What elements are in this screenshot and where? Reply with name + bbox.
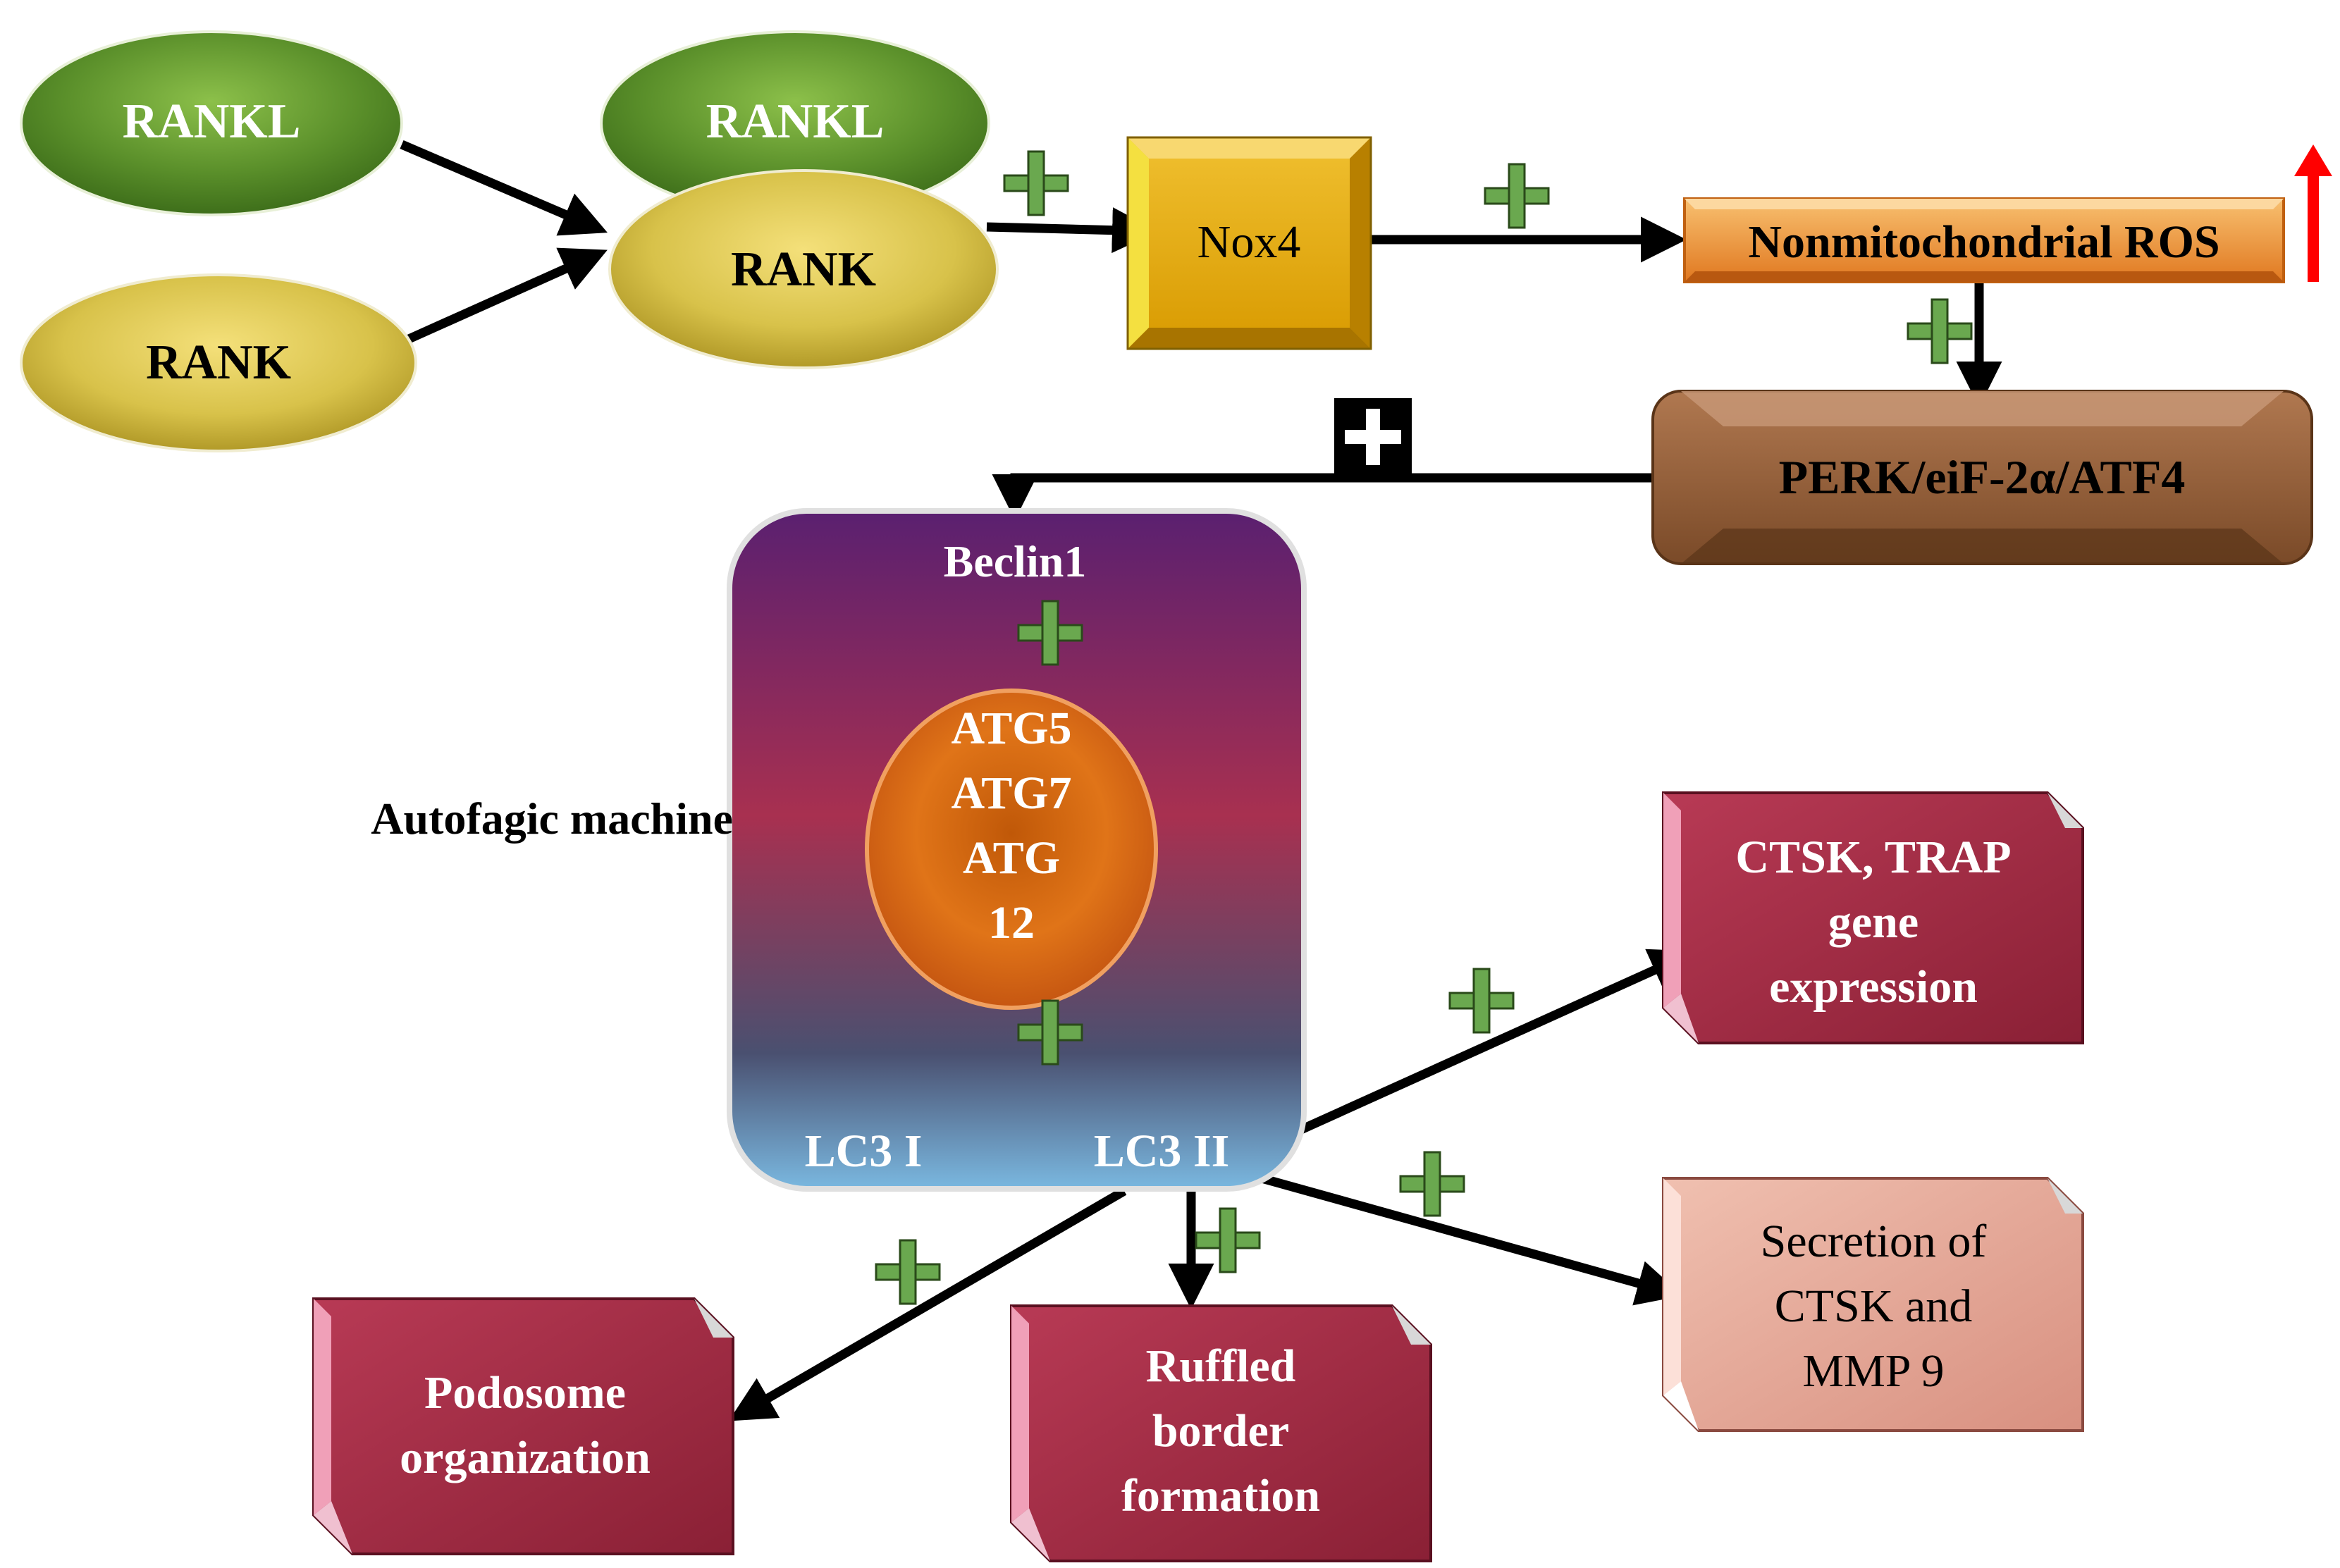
edge-lc3ii-to-secretion [1243, 1168, 1683, 1306]
rank-complex-label: RANK [731, 242, 876, 297]
ctsk-trap-line-1: CTSK, TRAP [1735, 832, 2011, 883]
lc3-ii-label: LC3 II [1094, 1125, 1230, 1177]
beclin1-label: Beclin1 [944, 536, 1087, 586]
edges [393, 140, 2002, 1421]
rank-complex-node: RANK [608, 169, 999, 369]
ruffled-border-node: Ruffled border formation [1010, 1304, 1432, 1562]
plus-icon [1003, 150, 1069, 216]
secretion-line-1: Secretion of [1761, 1216, 1987, 1267]
atg-line-2: ATG7 [951, 767, 1071, 819]
ctsk-trap-node: CTSK, TRAP gene expression [1662, 791, 2084, 1044]
edge-perk-to-beclin1 [992, 473, 1653, 520]
podosome-node: Podosome organization [312, 1297, 734, 1555]
plus-signs [875, 150, 1973, 1305]
secretion-line-3: MMP 9 [1802, 1345, 1944, 1397]
ruffled-line-3: formation [1121, 1470, 1320, 1521]
atg-line-4: 12 [988, 897, 1035, 949]
podosome-line-2: organization [400, 1432, 651, 1483]
plus-icon [1399, 1151, 1465, 1217]
plus-icon [1484, 163, 1550, 229]
lc3-i-label: LC3 I [805, 1125, 923, 1177]
secretion-line-2: CTSK and [1775, 1280, 1973, 1332]
secretion-node: Secretion of CTSK and MMP 9 [1662, 1177, 2084, 1432]
rankl-complex-label: RANKL [706, 94, 885, 149]
rankl-left-node: RANKL [20, 30, 403, 216]
rankl-left-label: RANKL [123, 94, 301, 149]
ros-label: Nonmitochondrial ROS [1748, 216, 2219, 268]
edge-lc3ii-to-ctsk [1249, 949, 1696, 1156]
ctsk-trap-line-2: gene [1828, 896, 1919, 948]
nox4-label: Nox4 [1197, 216, 1301, 268]
rank-left-node: RANK [20, 273, 417, 452]
ctsk-trap-line-3: expression [1769, 961, 1978, 1013]
perk-node: PERK/eiF-2α/ATF4 [1651, 390, 2313, 565]
autophagy-label: Autofagic machine [371, 794, 733, 844]
plus-icon [1017, 999, 1083, 1066]
atg-line-1: ATG5 [951, 703, 1071, 754]
edge-rank-to-complex [393, 247, 608, 350]
plus-icon [875, 1239, 941, 1305]
plus-icon [1195, 1207, 1261, 1273]
atg-node: ATG5 ATG7 ATG 12 [865, 689, 1158, 1010]
plus-icon [1907, 298, 1973, 364]
edge-complex-to-nox4 [986, 207, 1158, 254]
atg-line-3: ATG [963, 832, 1060, 884]
nox4-node: Nox4 [1126, 136, 1372, 350]
plus-icon [1017, 600, 1083, 666]
rank-left-label: RANK [146, 335, 291, 390]
ruffled-line-2: border [1152, 1405, 1289, 1457]
perk-label: PERK/eiF-2α/ATF4 [1779, 450, 2186, 504]
plus-icon [1448, 968, 1515, 1034]
plus-box-icon [1334, 398, 1412, 476]
ruffled-line-1: Ruffled [1146, 1340, 1296, 1392]
podosome-line-1: Podosome [424, 1367, 626, 1419]
edge-rankl-to-complex [400, 140, 608, 236]
ros-node: Nonmitochondrial ROS [1683, 197, 2285, 283]
up-arrow-icon [2294, 144, 2332, 282]
edge-lc3ii-to-podosome [728, 1187, 1127, 1421]
